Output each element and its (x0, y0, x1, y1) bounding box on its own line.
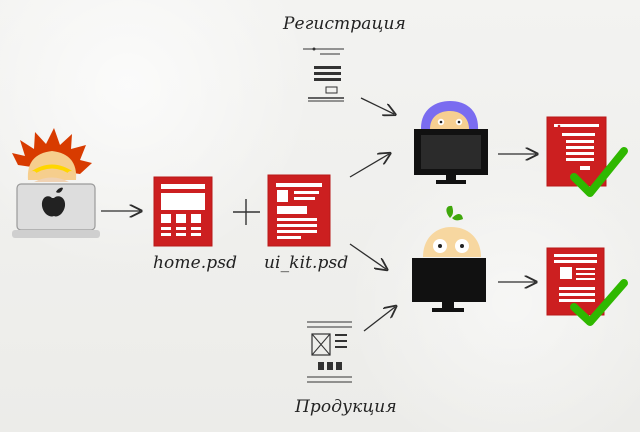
arrow-ui-kit-to-top-designer (349, 154, 389, 178)
home-psd-label: home.psd (153, 253, 238, 273)
monitor-bottom-icon (412, 258, 486, 312)
checkmark-bottom-icon (570, 279, 628, 326)
arrow-registration-to-top-designer (360, 97, 394, 114)
plus-icon (233, 199, 260, 225)
designer-green-sprout-icon (423, 205, 481, 257)
products-label: Продукция (295, 397, 397, 417)
products-wireframe-icon (307, 321, 352, 383)
checkmark-top-icon (570, 147, 628, 197)
designer-left-icon (12, 128, 92, 182)
apple-laptop-icon (12, 128, 100, 238)
home-mockup-icon (153, 176, 213, 247)
ui-kit-mockup-icon (267, 174, 331, 247)
monitor-top-icon (414, 129, 488, 184)
registration-label: Регистрация (283, 14, 406, 34)
ui-kit-psd-label: ui_kit.psd (264, 253, 349, 273)
designer-purple-hair-icon (421, 101, 479, 130)
arrow-ui-kit-to-bottom-designer (349, 243, 386, 269)
registration-wireframe-icon (303, 47, 344, 102)
arrow-products-to-bottom-designer (363, 307, 395, 332)
